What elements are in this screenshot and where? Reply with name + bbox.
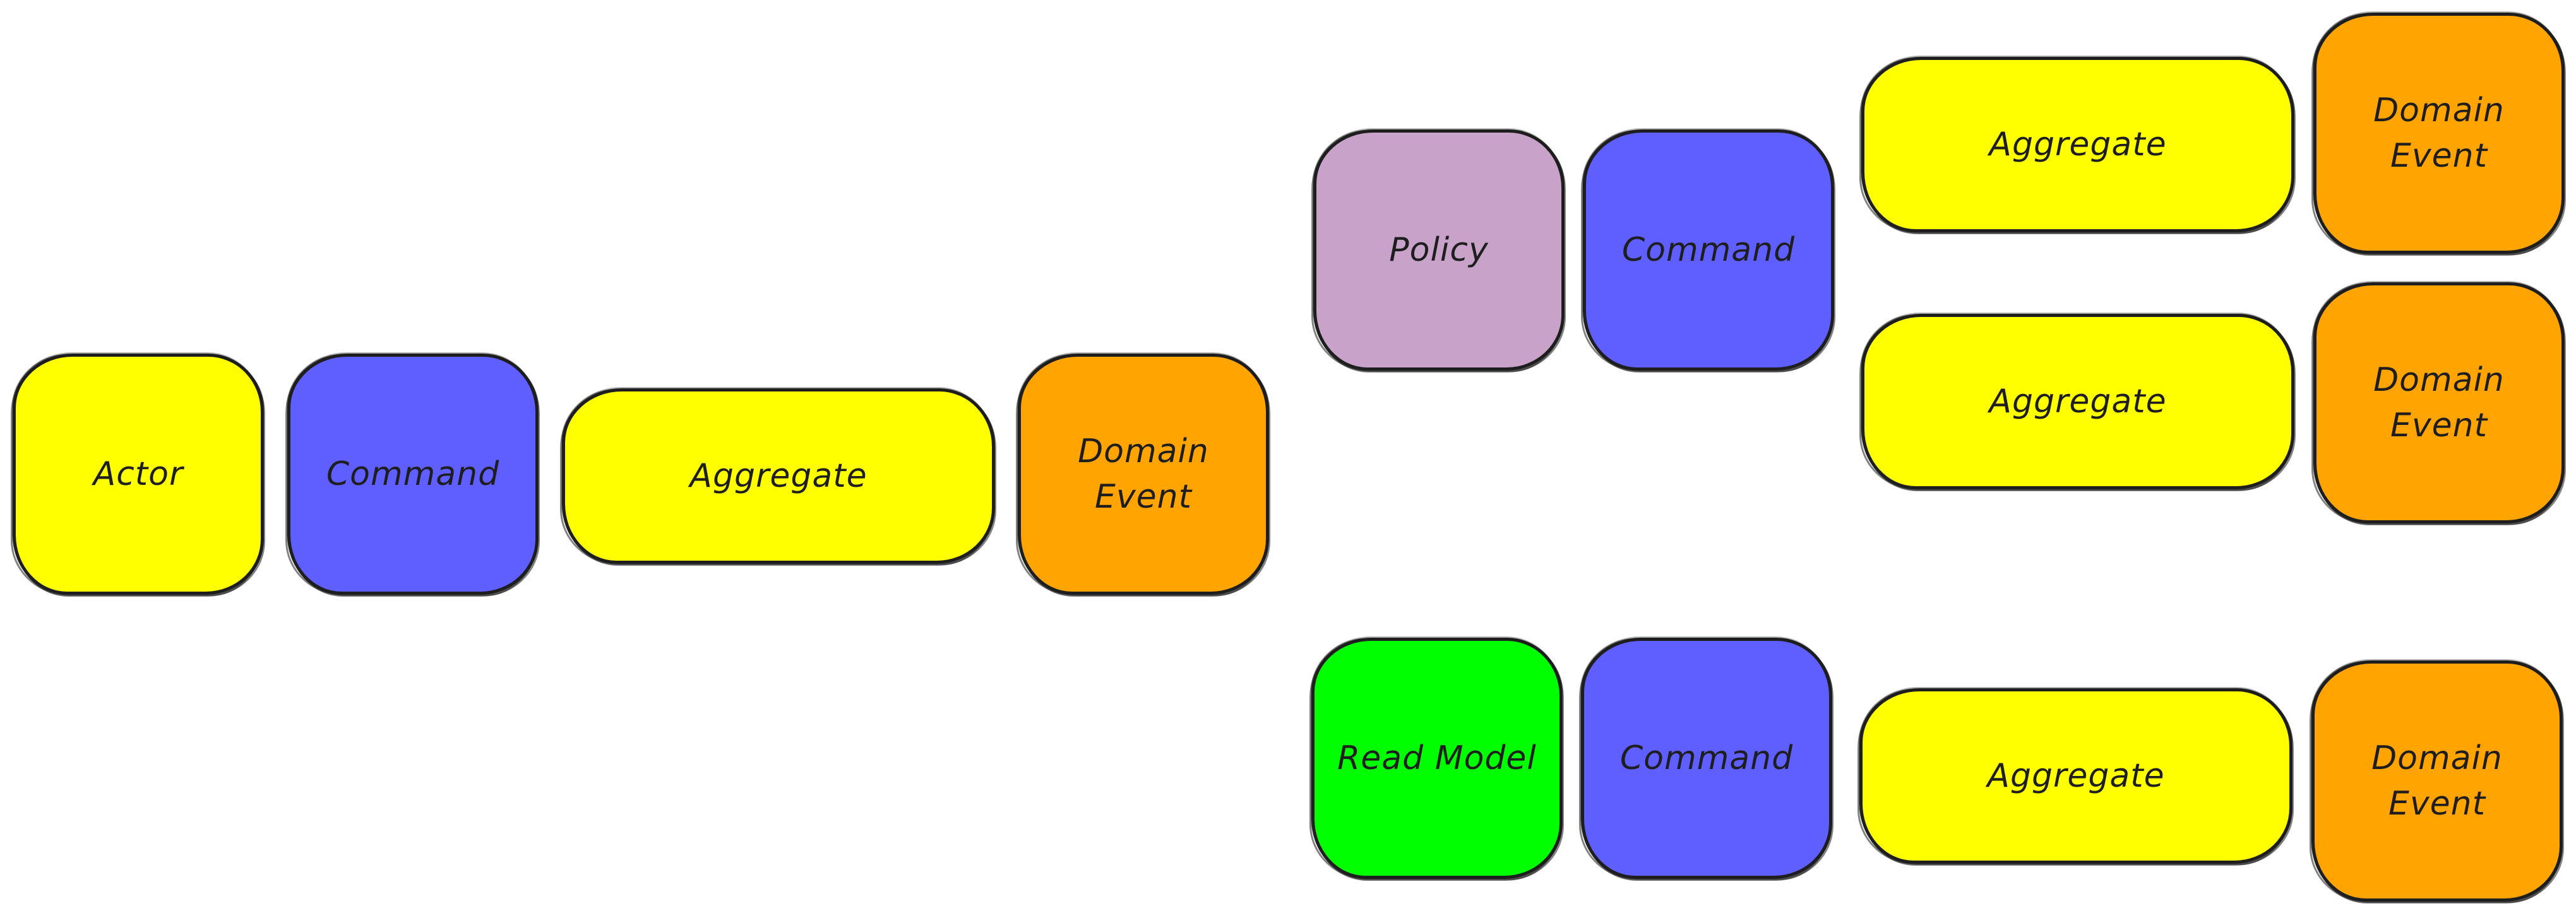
aggregate-sticky-note[interactable]: Aggregate: [560, 388, 995, 565]
policy-sticky-note[interactable]: Policy: [1311, 129, 1565, 372]
domain-event-label: Domain Event: [2371, 739, 2503, 823]
aggregate-label: Aggregate: [689, 457, 868, 495]
read-model-domain-event-sticky-note[interactable]: Domain Event: [2310, 660, 2563, 903]
command-label: Command: [326, 455, 500, 493]
policy-domain-event-a-sticky-note[interactable]: Domain Event: [2311, 13, 2565, 255]
policy-command-sticky-note[interactable]: Command: [1581, 129, 1834, 372]
read-model-aggregate-sticky-note[interactable]: Aggregate: [1857, 688, 2293, 865]
domain-event-sticky-note[interactable]: Domain Event: [1016, 354, 1269, 596]
aggregate-label: Aggregate: [1987, 757, 2165, 795]
aggregate-label: Aggregate: [1989, 383, 2167, 421]
policy-aggregate-b-sticky-note[interactable]: Aggregate: [1859, 314, 2294, 491]
domain-event-label: Domain Event: [2373, 361, 2505, 445]
read-model-command-sticky-note[interactable]: Command: [1579, 638, 1832, 880]
read-model-sticky-note[interactable]: Read Model: [1309, 638, 1563, 880]
actor-sticky-note[interactable]: Actor: [11, 354, 264, 596]
domain-event-label: Domain Event: [1078, 433, 1209, 516]
command-label: Command: [1619, 739, 1794, 777]
aggregate-label: Aggregate: [1989, 126, 2167, 164]
policy-aggregate-a-sticky-note[interactable]: Aggregate: [1859, 57, 2294, 234]
command-sticky-note[interactable]: Command: [285, 354, 539, 596]
actor-label: Actor: [93, 455, 184, 493]
command-label: Command: [1621, 231, 1796, 269]
policy-label: Policy: [1389, 231, 1489, 269]
policy-domain-event-b-sticky-note[interactable]: Domain Event: [2311, 282, 2565, 525]
domain-event-label: Domain Event: [2373, 92, 2505, 175]
read-model-label: Read Model: [1337, 739, 1537, 777]
